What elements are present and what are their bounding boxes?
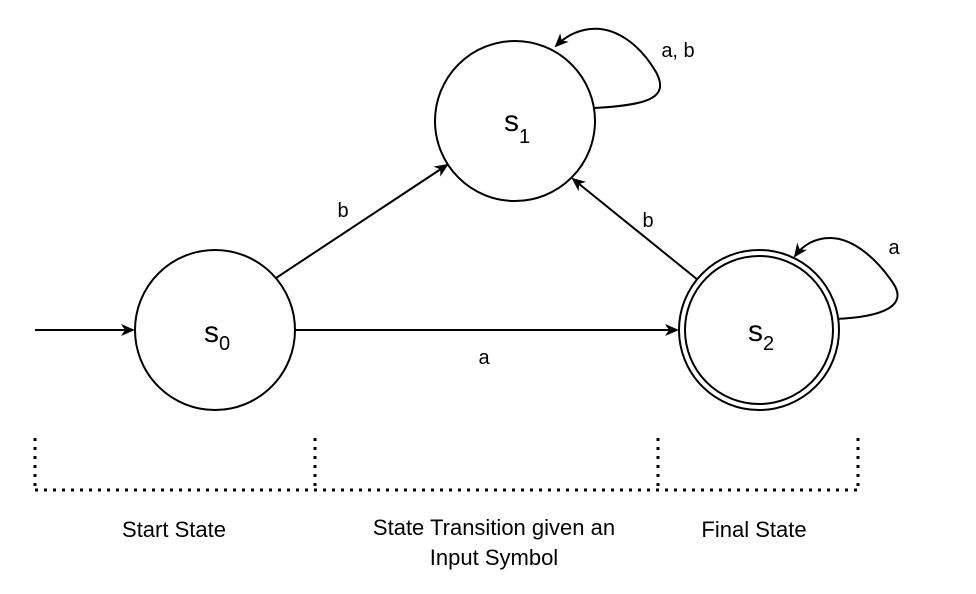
state-s0-label: s0 bbox=[204, 316, 230, 355]
state-s1[interactable]: s1 bbox=[434, 40, 596, 202]
state-s0[interactable]: s0 bbox=[134, 249, 296, 411]
state-s1-circle bbox=[434, 40, 596, 202]
state-s2-label: s2 bbox=[748, 315, 774, 355]
edge-label-s0-s1: b bbox=[337, 200, 348, 222]
edge-label-s0-s2: a bbox=[478, 347, 490, 369]
edge-label-s1-self: a, b bbox=[661, 40, 694, 62]
caption-transition-line1: State Transition given an bbox=[373, 515, 615, 540]
state-s1-label: s1 bbox=[504, 105, 530, 148]
edge-label-s2-s1: b bbox=[642, 210, 653, 232]
caption-transition-line2: Input Symbol bbox=[430, 545, 558, 570]
state-s2-final[interactable]: s2 bbox=[678, 249, 840, 411]
caption-final-state: Final State bbox=[701, 517, 806, 542]
edge-s2-to-s1 bbox=[571, 177, 699, 281]
state-s0-circle bbox=[134, 249, 296, 411]
self-loop-s2 bbox=[793, 236, 899, 320]
caption-start-state: Start State bbox=[122, 517, 226, 542]
self-loop-s1 bbox=[554, 27, 662, 109]
edge-label-s2-self: a bbox=[888, 237, 900, 259]
edge-s0-to-s1 bbox=[275, 163, 449, 279]
state-s2-inner-circle bbox=[684, 255, 834, 405]
dotted-bracket bbox=[33, 438, 860, 492]
